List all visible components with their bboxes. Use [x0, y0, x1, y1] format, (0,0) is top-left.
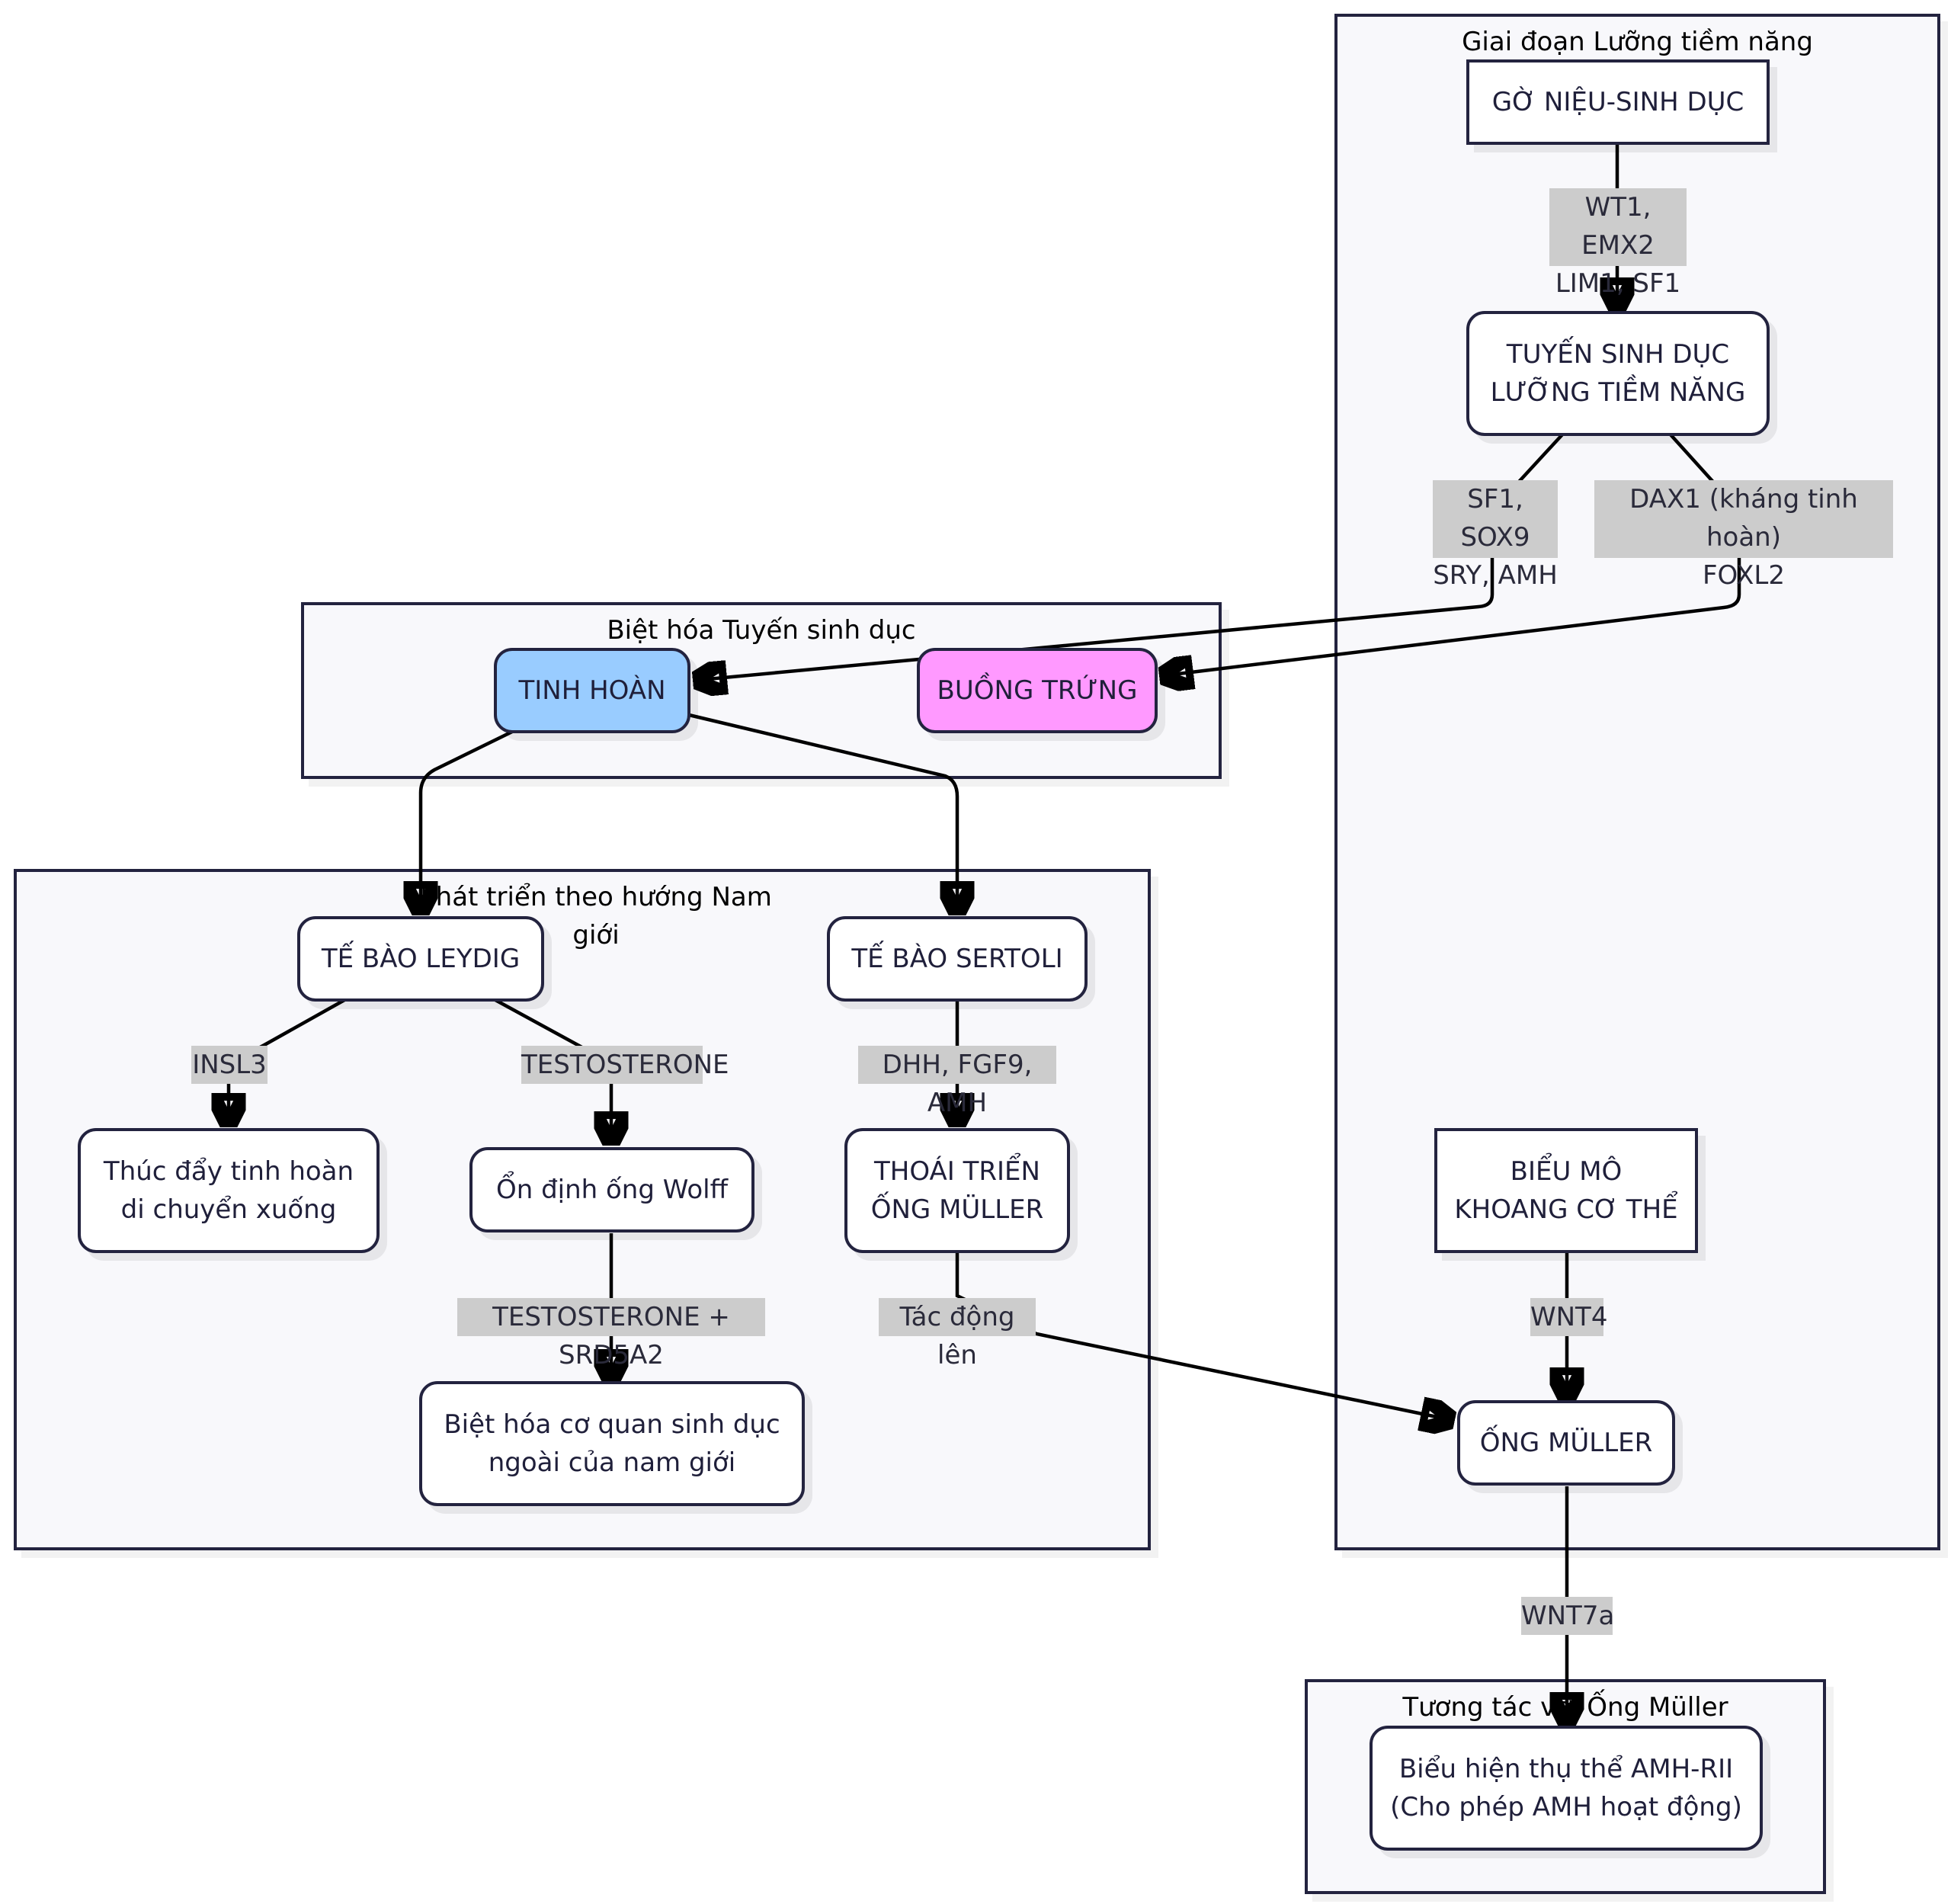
cluster-gonad-differentiation-title: Biệt hóa Tuyến sinh dục	[607, 615, 916, 646]
node-leydig-cells: TẾ BÀO LEYDIG	[297, 916, 544, 1002]
node-testis-descent: Thúc đẩy tinh hoàn di chuyển xuống	[78, 1128, 380, 1253]
edge-testis-to-leydig	[421, 729, 513, 909]
cluster-bipotential: Giai đoạn Lưỡng tiềm năng	[1334, 14, 1940, 1550]
node-coelomic-epithelium: BIỂU MÔ KHOANG CƠ THỂ	[1434, 1128, 1698, 1253]
edge-label-gonad-to-ovary: DAX1 (kháng tinh hoàn) FOXL2	[1594, 480, 1893, 591]
edge-label-muller-to-receptor: WNT7a	[1521, 1597, 1614, 1635]
node-urogenital-ridge: GỜ NIỆU-SINH DỤC	[1466, 59, 1770, 145]
cluster-male-development-title: Phát triển theo hướng Nam giới	[420, 882, 772, 950]
edge-label-epithelium-to-muller: WNT4	[1530, 1298, 1607, 1336]
node-bipotential-gonad: TUYẾN SINH DỤC LƯỠNG TIỀM NĂNG	[1466, 311, 1770, 436]
edge-label-gonad-to-testis: SF1, SOX9 SRY, AMH	[1433, 480, 1558, 591]
edge-gonad-to-testis	[700, 431, 1565, 680]
node-amh-receptor: Biểu hiện thụ thể AMH-RII (Cho phép AMH …	[1370, 1726, 1763, 1851]
edge-label-leydig-to-wolff: TESTOSTERONE	[521, 1046, 729, 1084]
edge-gonad-to-ovary	[1166, 431, 1741, 675]
edge-label-wolff-to-genitalia: TESTOSTERONE + SRD5A2	[457, 1298, 765, 1370]
edge-label-leydig-to-descent: INSL3	[191, 1046, 268, 1084]
edge-label-sertoli-to-regression: DHH, FGF9, AMH	[858, 1046, 1056, 1118]
node-ovary: BUỒNG TRỨNG	[917, 648, 1158, 733]
node-muller-regression: THOÁI TRIỂN ỐNG MÜLLER	[844, 1128, 1070, 1253]
node-wolff-duct: Ổn định ống Wolff	[469, 1147, 754, 1232]
cluster-bipotential-title: Giai đoạn Lưỡng tiềm năng	[1462, 27, 1813, 57]
edge-testis-to-sertoli	[688, 713, 957, 909]
node-external-genitalia: Biệt hóa cơ quan sinh dục ngoài của nam …	[419, 1381, 805, 1506]
node-muller-duct: ỐNG MÜLLER	[1457, 1400, 1675, 1486]
edge-label-ridge-to-gonad: WT1, EMX2 LIM1, SF1	[1549, 188, 1687, 299]
edge-label-regression-to-muller: Tác động lên	[879, 1298, 1036, 1370]
node-sertoli-cells: TẾ BÀO SERTOLI	[827, 916, 1088, 1002]
node-testis: TINH HOÀN	[494, 648, 690, 733]
